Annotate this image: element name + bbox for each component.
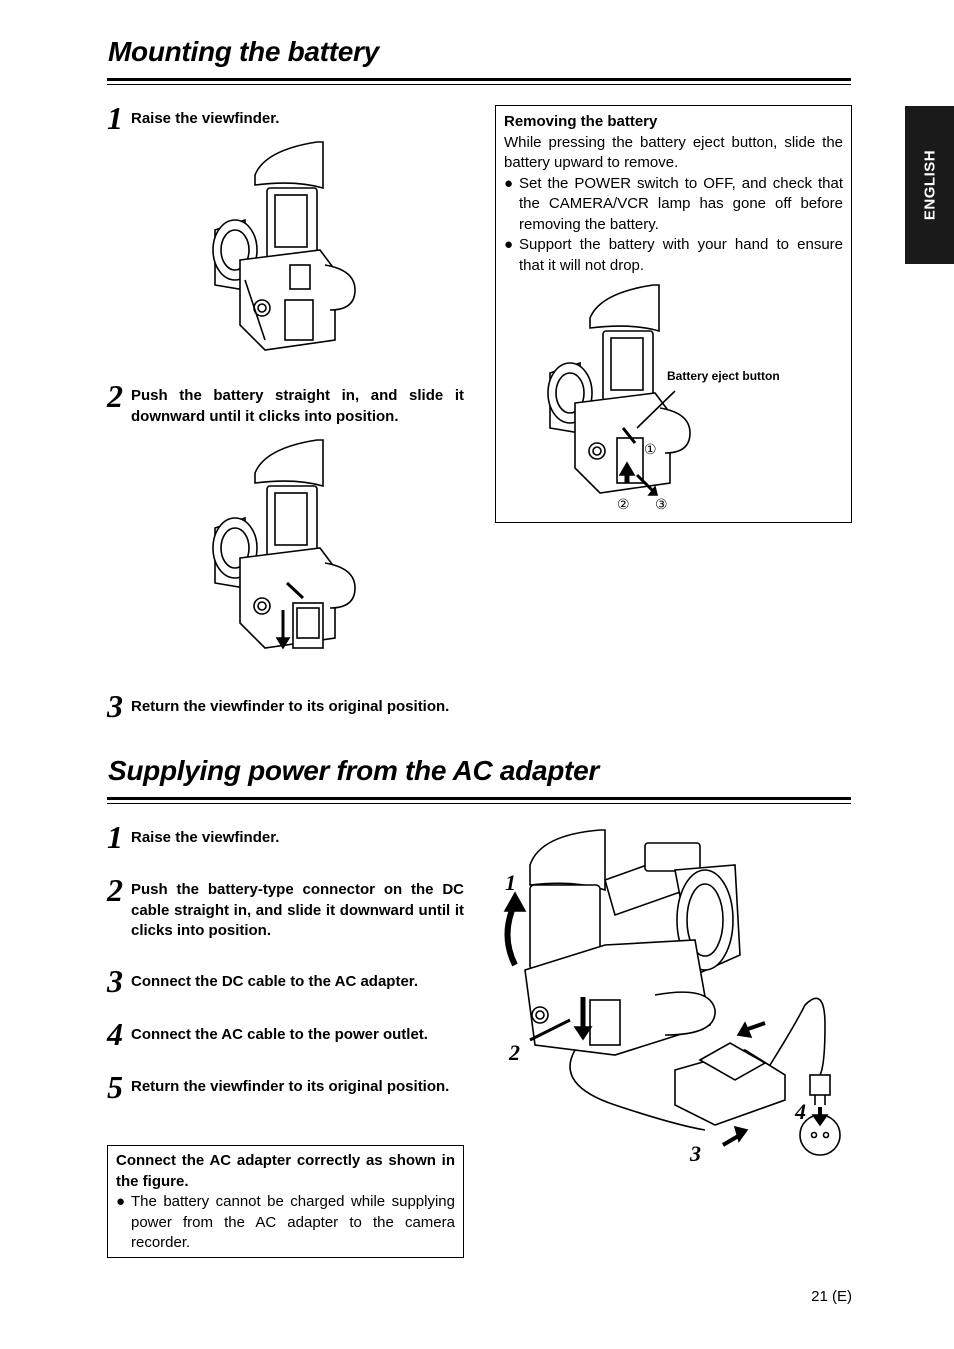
section-title-ac-adapter: Supplying power from the AC adapter xyxy=(108,755,599,786)
bullet-text: The battery cannot be charged while supp… xyxy=(131,1193,455,1251)
step-text: Raise the viewfinder. xyxy=(131,829,280,846)
camcorder-raised-viewfinder-illustration xyxy=(212,141,356,351)
bullet-text: Support the battery with your hand to en… xyxy=(519,236,843,274)
page-number: 21 (E) xyxy=(811,1288,852,1305)
step-number: 5 xyxy=(107,1069,123,1105)
step-text: Connect the DC cable to the AC adapter. xyxy=(131,973,418,990)
bullet-text: Set the POWER switch to OFF, and check t… xyxy=(519,174,843,233)
figure-callout-2: 2 xyxy=(509,1040,520,1065)
removing-battery-intro: While pressing the battery eject button,… xyxy=(504,133,843,172)
title-rule xyxy=(107,797,851,800)
callout-3: ③ xyxy=(655,496,668,512)
step-text: Raise the viewfinder. xyxy=(131,110,280,127)
callout-1: ① xyxy=(644,441,657,457)
battery-insert-illustration xyxy=(212,439,356,650)
step-number: 1 xyxy=(107,819,123,855)
section-title-mounting-battery: Mounting the battery xyxy=(108,36,379,67)
step-number: 3 xyxy=(107,963,123,999)
figure-callout-4: 4 xyxy=(795,1099,806,1124)
title-rule-thin xyxy=(107,803,851,804)
removing-battery-box: Removing the battery While pressing the … xyxy=(495,105,852,523)
step-number: 3 xyxy=(107,688,123,724)
step-text: Push the battery straight in, and slide … xyxy=(131,387,464,425)
title-rule-thin xyxy=(107,84,851,85)
step-text: Connect the AC cable to the power outlet… xyxy=(131,1026,428,1043)
figure-callout-1: 1 xyxy=(505,870,516,895)
bullet-icon: ● xyxy=(504,236,514,253)
bullet-item: ● Support the battery with your hand to … xyxy=(504,235,843,276)
note-heading: Connect the AC adapter correctly as show… xyxy=(116,1152,455,1190)
bullet-item: ● Set the POWER switch to OFF, and check… xyxy=(504,174,843,236)
removing-battery-heading: Removing the battery xyxy=(504,113,658,130)
ac-adapter-note-box: Connect the AC adapter correctly as show… xyxy=(107,1145,464,1258)
callout-2: ② xyxy=(617,496,630,512)
step-number: 2 xyxy=(107,378,123,414)
bullet-icon: ● xyxy=(504,174,514,192)
step-number: 4 xyxy=(107,1016,123,1052)
title-rule xyxy=(107,78,851,81)
bullet-icon: ● xyxy=(116,1193,126,1210)
step-number: 2 xyxy=(107,872,123,908)
step-text: Return the viewfinder to its original po… xyxy=(131,698,450,715)
ac-adapter-connection-illustration xyxy=(503,829,841,1156)
language-tab: ENGLISH xyxy=(905,106,954,264)
battery-remove-illustration xyxy=(547,284,691,496)
language-tab-label: ENGLISH xyxy=(921,149,938,221)
figure-callout-3: 3 xyxy=(690,1141,701,1166)
battery-eject-button-label: Battery eject button xyxy=(667,369,780,383)
step-text: Push the battery-type connector on the D… xyxy=(131,881,464,939)
step-text: Return the viewfinder to its original po… xyxy=(131,1078,450,1095)
step-number: 1 xyxy=(107,100,123,136)
bullet-item: ● The battery cannot be charged while su… xyxy=(116,1192,455,1254)
